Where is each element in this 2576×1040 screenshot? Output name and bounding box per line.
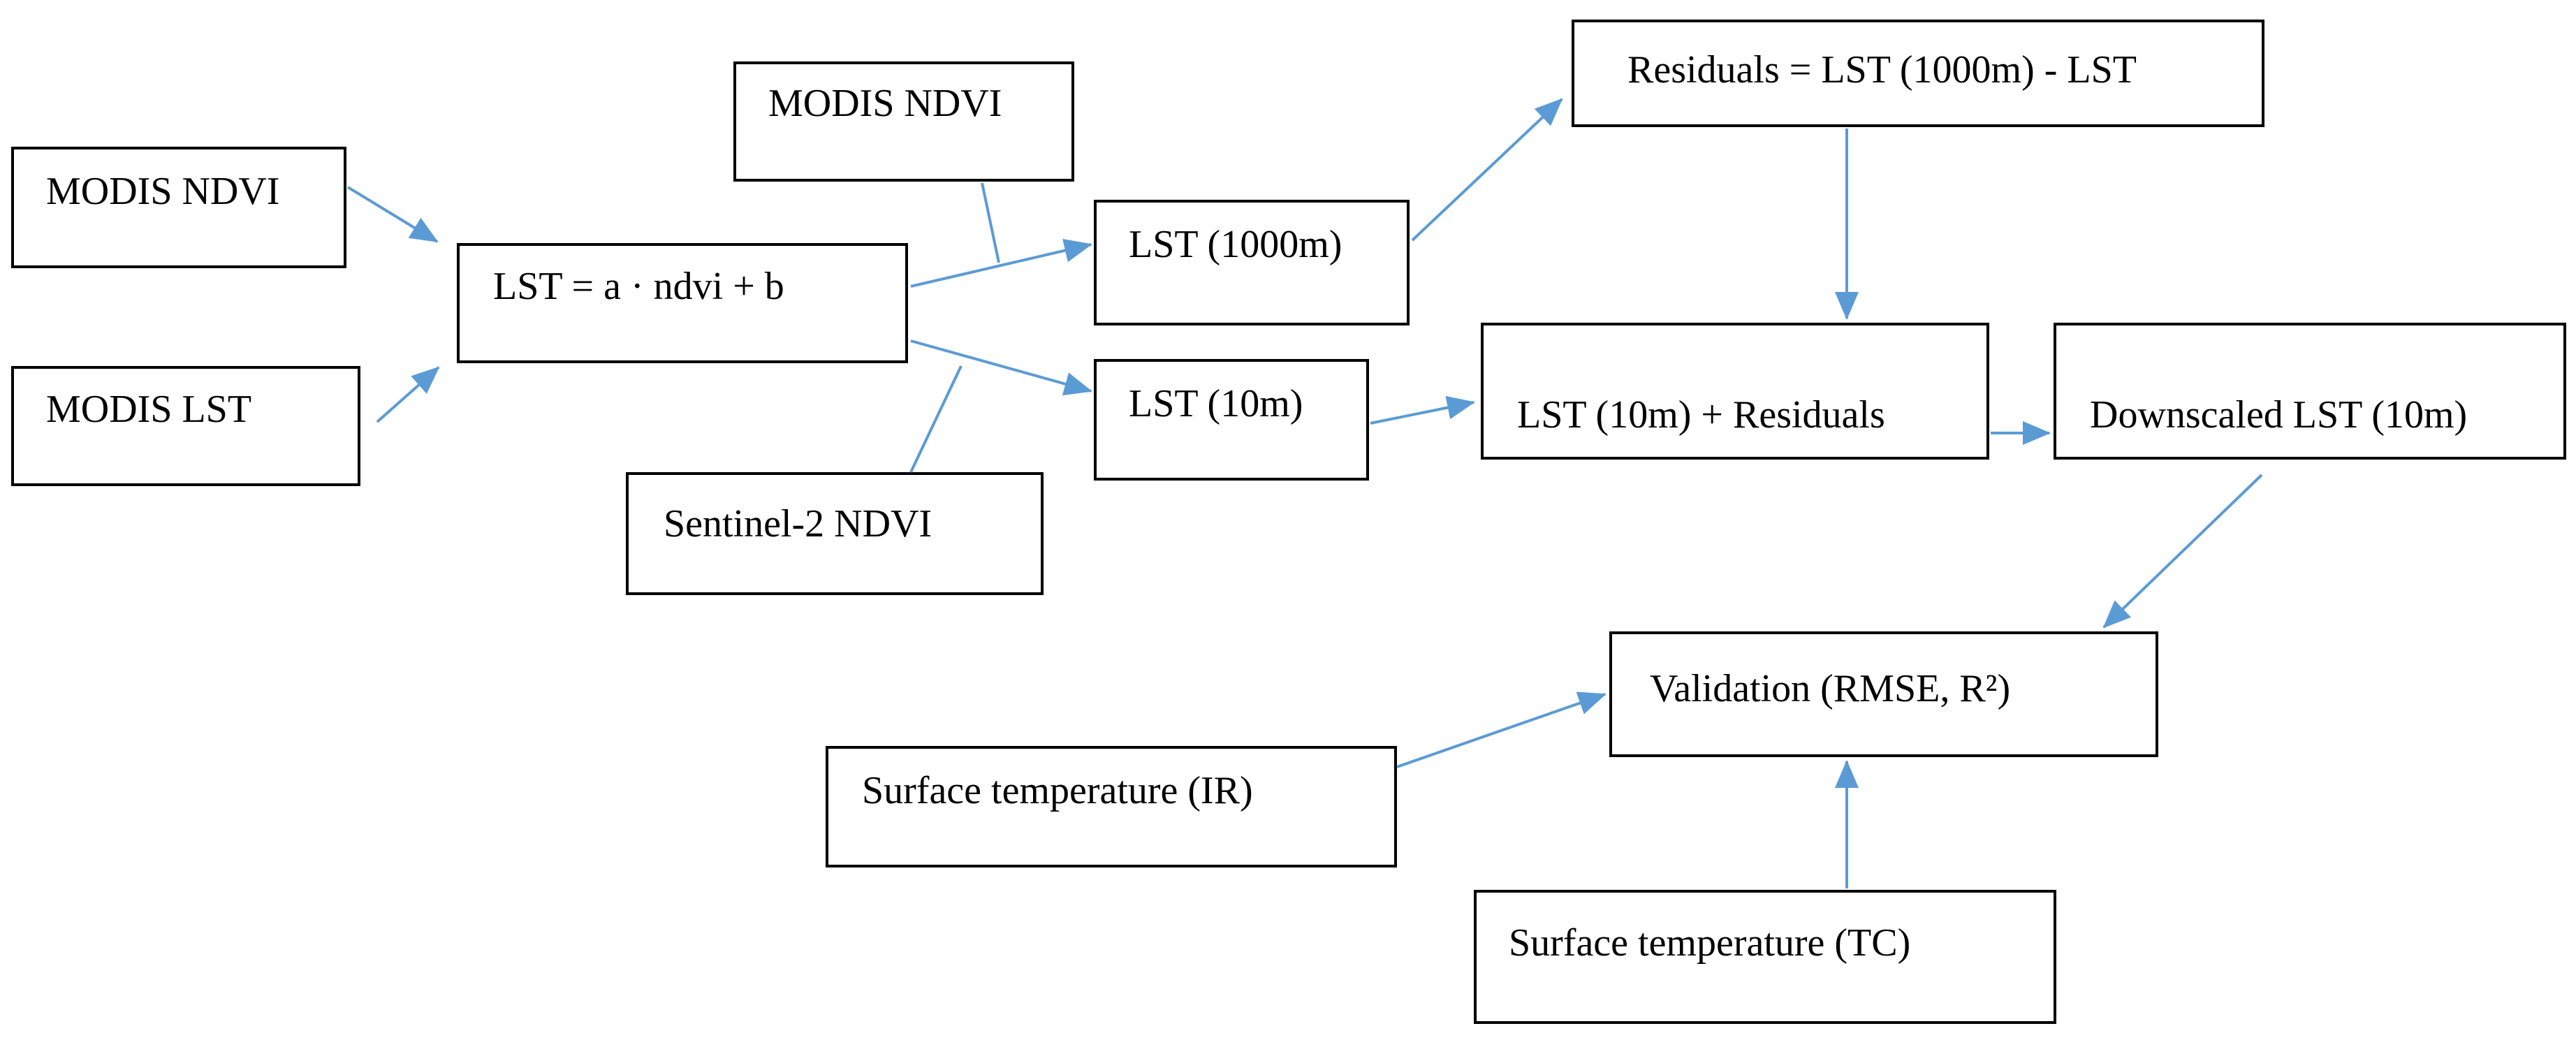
node-modis-lst: MODIS LST xyxy=(11,366,360,486)
link-sentinel-ndvi xyxy=(909,365,963,473)
node-sentinel-ndvi: Sentinel-2 NDVI xyxy=(626,472,1044,595)
node-lst-1000m: LST (1000m) xyxy=(1094,200,1410,325)
node-modis-ndvi-left-label: MODIS NDVI xyxy=(46,170,279,213)
node-validation-label: Validation (RMSE, R²) xyxy=(1650,667,2010,710)
arrow-regression-to-lst-1000m xyxy=(910,239,1092,288)
node-residuals: Residuals = LST (1000m) - LST xyxy=(1572,20,2264,127)
node-lst-1000m-label: LST (1000m) xyxy=(1129,223,1342,266)
node-surface-temp-ir: Surface temperature (IR) xyxy=(826,746,1397,867)
arrow-ir-to-validation xyxy=(1396,691,1607,768)
arrow-modis-lst-to-regression xyxy=(376,366,440,423)
node-regression-label: LST = a · ndvi + b xyxy=(493,265,784,308)
arrow-lst-1000m-to-residuals xyxy=(1411,98,1563,242)
link-modis-ndvi-top xyxy=(981,182,1000,263)
node-modis-ndvi-left: MODIS NDVI xyxy=(11,147,346,268)
arrow-lst-10m-to-lst-plus-residuals xyxy=(1370,395,1475,425)
node-sentinel-ndvi-label: Sentinel-2 NDVI xyxy=(664,502,932,545)
node-modis-ndvi-top-label: MODIS NDVI xyxy=(768,82,1002,125)
node-surface-temp-ir-label: Surface temperature (IR) xyxy=(862,769,1253,812)
node-lst-10m-label: LST (10m) xyxy=(1129,382,1303,425)
node-residuals-label: Residuals = LST (1000m) - LST xyxy=(1627,48,2137,91)
node-modis-ndvi-top: MODIS NDVI xyxy=(733,61,1074,182)
node-modis-lst-label: MODIS LST xyxy=(46,388,251,431)
node-regression: LST = a · ndvi + b xyxy=(457,243,908,363)
node-lst-plus-residuals-label: LST (10m) + Residuals xyxy=(1517,393,1885,437)
node-surface-temp-tc-label: Surface temperature (TC) xyxy=(1509,921,1910,965)
node-lst-10m: LST (10m) xyxy=(1094,359,1369,481)
arrow-regression-to-lst-10m xyxy=(910,339,1092,396)
node-downscaled-lst: Downscaled LST (10m) xyxy=(2054,323,2566,460)
node-surface-temp-tc: Surface temperature (TC) xyxy=(1474,890,2056,1024)
node-validation: Validation (RMSE, R²) xyxy=(1609,631,2158,757)
arrow-modis-ndvi-to-regression xyxy=(346,186,439,243)
arrow-downscaled-to-validation xyxy=(2102,474,2263,629)
node-downscaled-lst-label: Downscaled LST (10m) xyxy=(2090,393,2467,437)
node-lst-plus-residuals: LST (10m) + Residuals xyxy=(1481,323,1989,460)
